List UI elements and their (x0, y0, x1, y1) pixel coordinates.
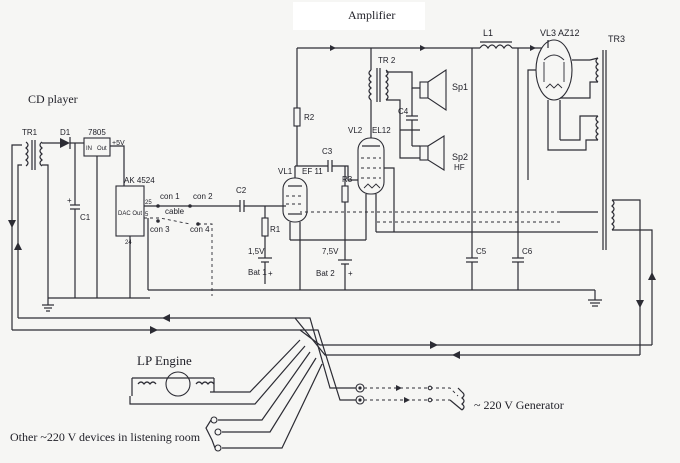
reg-label: 7805 (88, 128, 106, 137)
c3-coupling: C3 (295, 147, 360, 181)
con3-label: con 3 (150, 225, 170, 234)
con1-connector (156, 204, 160, 208)
lp-motor-rotor (165, 371, 191, 397)
hf-label: HF (454, 163, 465, 172)
c2-label: C2 (236, 186, 247, 195)
r3-grid-resistor: R3 7,5V Bat 2 + (300, 166, 400, 291)
tr3-heater-coil (595, 115, 599, 141)
tr1-secondary-coil (39, 141, 43, 167)
input-stage: C2 R1 1,5V Bat 1 + (148, 186, 300, 291)
con2-label: con 2 (193, 192, 213, 201)
r3-resistor (341, 185, 349, 203)
svg-text:+5V: +5V (112, 140, 125, 147)
vl2-label: VL2 (348, 126, 363, 135)
r1-label: R1 (270, 225, 281, 234)
r3-label: R3 (342, 175, 353, 184)
tr3-mains-transformer: TR3 (290, 34, 653, 355)
sp2-cone (427, 135, 445, 171)
cd-player-heading: CD player (28, 92, 78, 106)
tr2-secondary-coil (385, 69, 389, 101)
lp-motor-coil-right (195, 381, 215, 385)
sp1-magnet (419, 81, 429, 99)
tr3-label: TR3 (608, 34, 625, 44)
mains-harness (12, 317, 652, 449)
c6-label: C6 (522, 247, 533, 256)
sp2-label: Sp2 (452, 152, 468, 162)
filter-caps: C5 C6 (400, 48, 602, 307)
tr2-primary-coil (368, 69, 372, 101)
l1-choke (479, 44, 513, 50)
speaker-sp2: Sp2 HF (419, 135, 468, 172)
lp-motor-coil-left (137, 381, 157, 385)
amplifier-heading: Amplifier (348, 8, 395, 22)
tr3-secondary-coil (595, 57, 599, 83)
con1-label: con 1 (160, 192, 180, 201)
sp1-cone (427, 68, 447, 112)
con4-label: con 4 (190, 225, 210, 234)
cable-label: cable (165, 207, 185, 216)
bat1-label: Bat 1 (248, 268, 267, 277)
l1-label: L1 (483, 28, 493, 38)
other-devices-label: Other ~220 V devices in listening room (10, 430, 201, 444)
el12-label: EL12 (372, 126, 391, 135)
ht-rail: L1 (297, 28, 548, 51)
c3-label: C3 (322, 147, 333, 156)
cd-player-section: TR1 D1 7805 IN Out +5V C1 + AK 4524 DAC (11, 128, 191, 330)
tr3-primary-coil (611, 199, 615, 231)
svg-text:DAC Out: DAC Out (118, 211, 142, 217)
speaker-sp1: Sp1 (419, 68, 468, 112)
vl3-envelope (535, 39, 573, 101)
c5-label: C5 (476, 247, 487, 256)
vl2-tube: VL2 EL12 (348, 110, 395, 240)
c1-label: C1 (80, 213, 91, 222)
sp1-label: Sp1 (452, 82, 468, 92)
amplifier-label-box (293, 2, 425, 30)
vl1-label: VL1 (278, 167, 293, 176)
tr2-output-transformer: TR 2 C4 (368, 48, 420, 159)
tr1-primary-coil (25, 141, 29, 167)
con3-connector (156, 219, 160, 223)
ef11-label: EF 11 (302, 167, 323, 176)
r1-resistor (261, 217, 269, 237)
r2-label: R2 (304, 113, 315, 122)
device-socket-2 (214, 428, 222, 436)
svg-text:5: 5 (145, 212, 149, 218)
generator-section (355, 383, 465, 411)
r2-resistor (293, 107, 301, 127)
d1-diode (60, 138, 70, 148)
svg-text:Out: Out (97, 146, 107, 152)
vl3-rectifier: VL3 AZ12 (527, 28, 590, 180)
dac-label: AK 4524 (124, 176, 155, 185)
vl3-label: VL3 AZ12 (540, 28, 580, 38)
vl1-tube: VL1 EF 11 (278, 166, 323, 290)
svg-text:+: + (348, 269, 353, 278)
other-devices-sockets (205, 416, 222, 452)
svg-text:IN: IN (86, 146, 92, 152)
cable-section: con 1 con 2 cable con 3 con 4 (150, 192, 240, 296)
generator-coil (461, 391, 465, 411)
d1-label: D1 (60, 128, 71, 137)
device-socket-1 (210, 416, 218, 424)
svg-text:25: 25 (145, 200, 152, 206)
bat1-voltage: 1,5V (248, 247, 265, 256)
c4-label: C4 (398, 107, 409, 116)
tr1-label: TR1 (22, 128, 38, 137)
harness-arrows (8, 220, 656, 359)
lp-engine-section (131, 371, 215, 397)
r2-plate-resistor: R2 (293, 48, 315, 166)
tr2-label: TR 2 (378, 56, 396, 65)
device-socket-3 (214, 444, 222, 452)
vl1-envelope (282, 177, 308, 223)
bat2-voltage: 7,5V (322, 247, 339, 256)
svg-text:24: 24 (125, 240, 132, 246)
sp2-magnet (419, 145, 429, 161)
svg-text:+: + (268, 269, 273, 278)
generator-label: ~ 220 V Generator (474, 398, 564, 412)
lp-engine-heading: LP Engine (137, 353, 192, 368)
bat2-label: Bat 2 (316, 269, 335, 278)
svg-text:+: + (67, 196, 72, 205)
